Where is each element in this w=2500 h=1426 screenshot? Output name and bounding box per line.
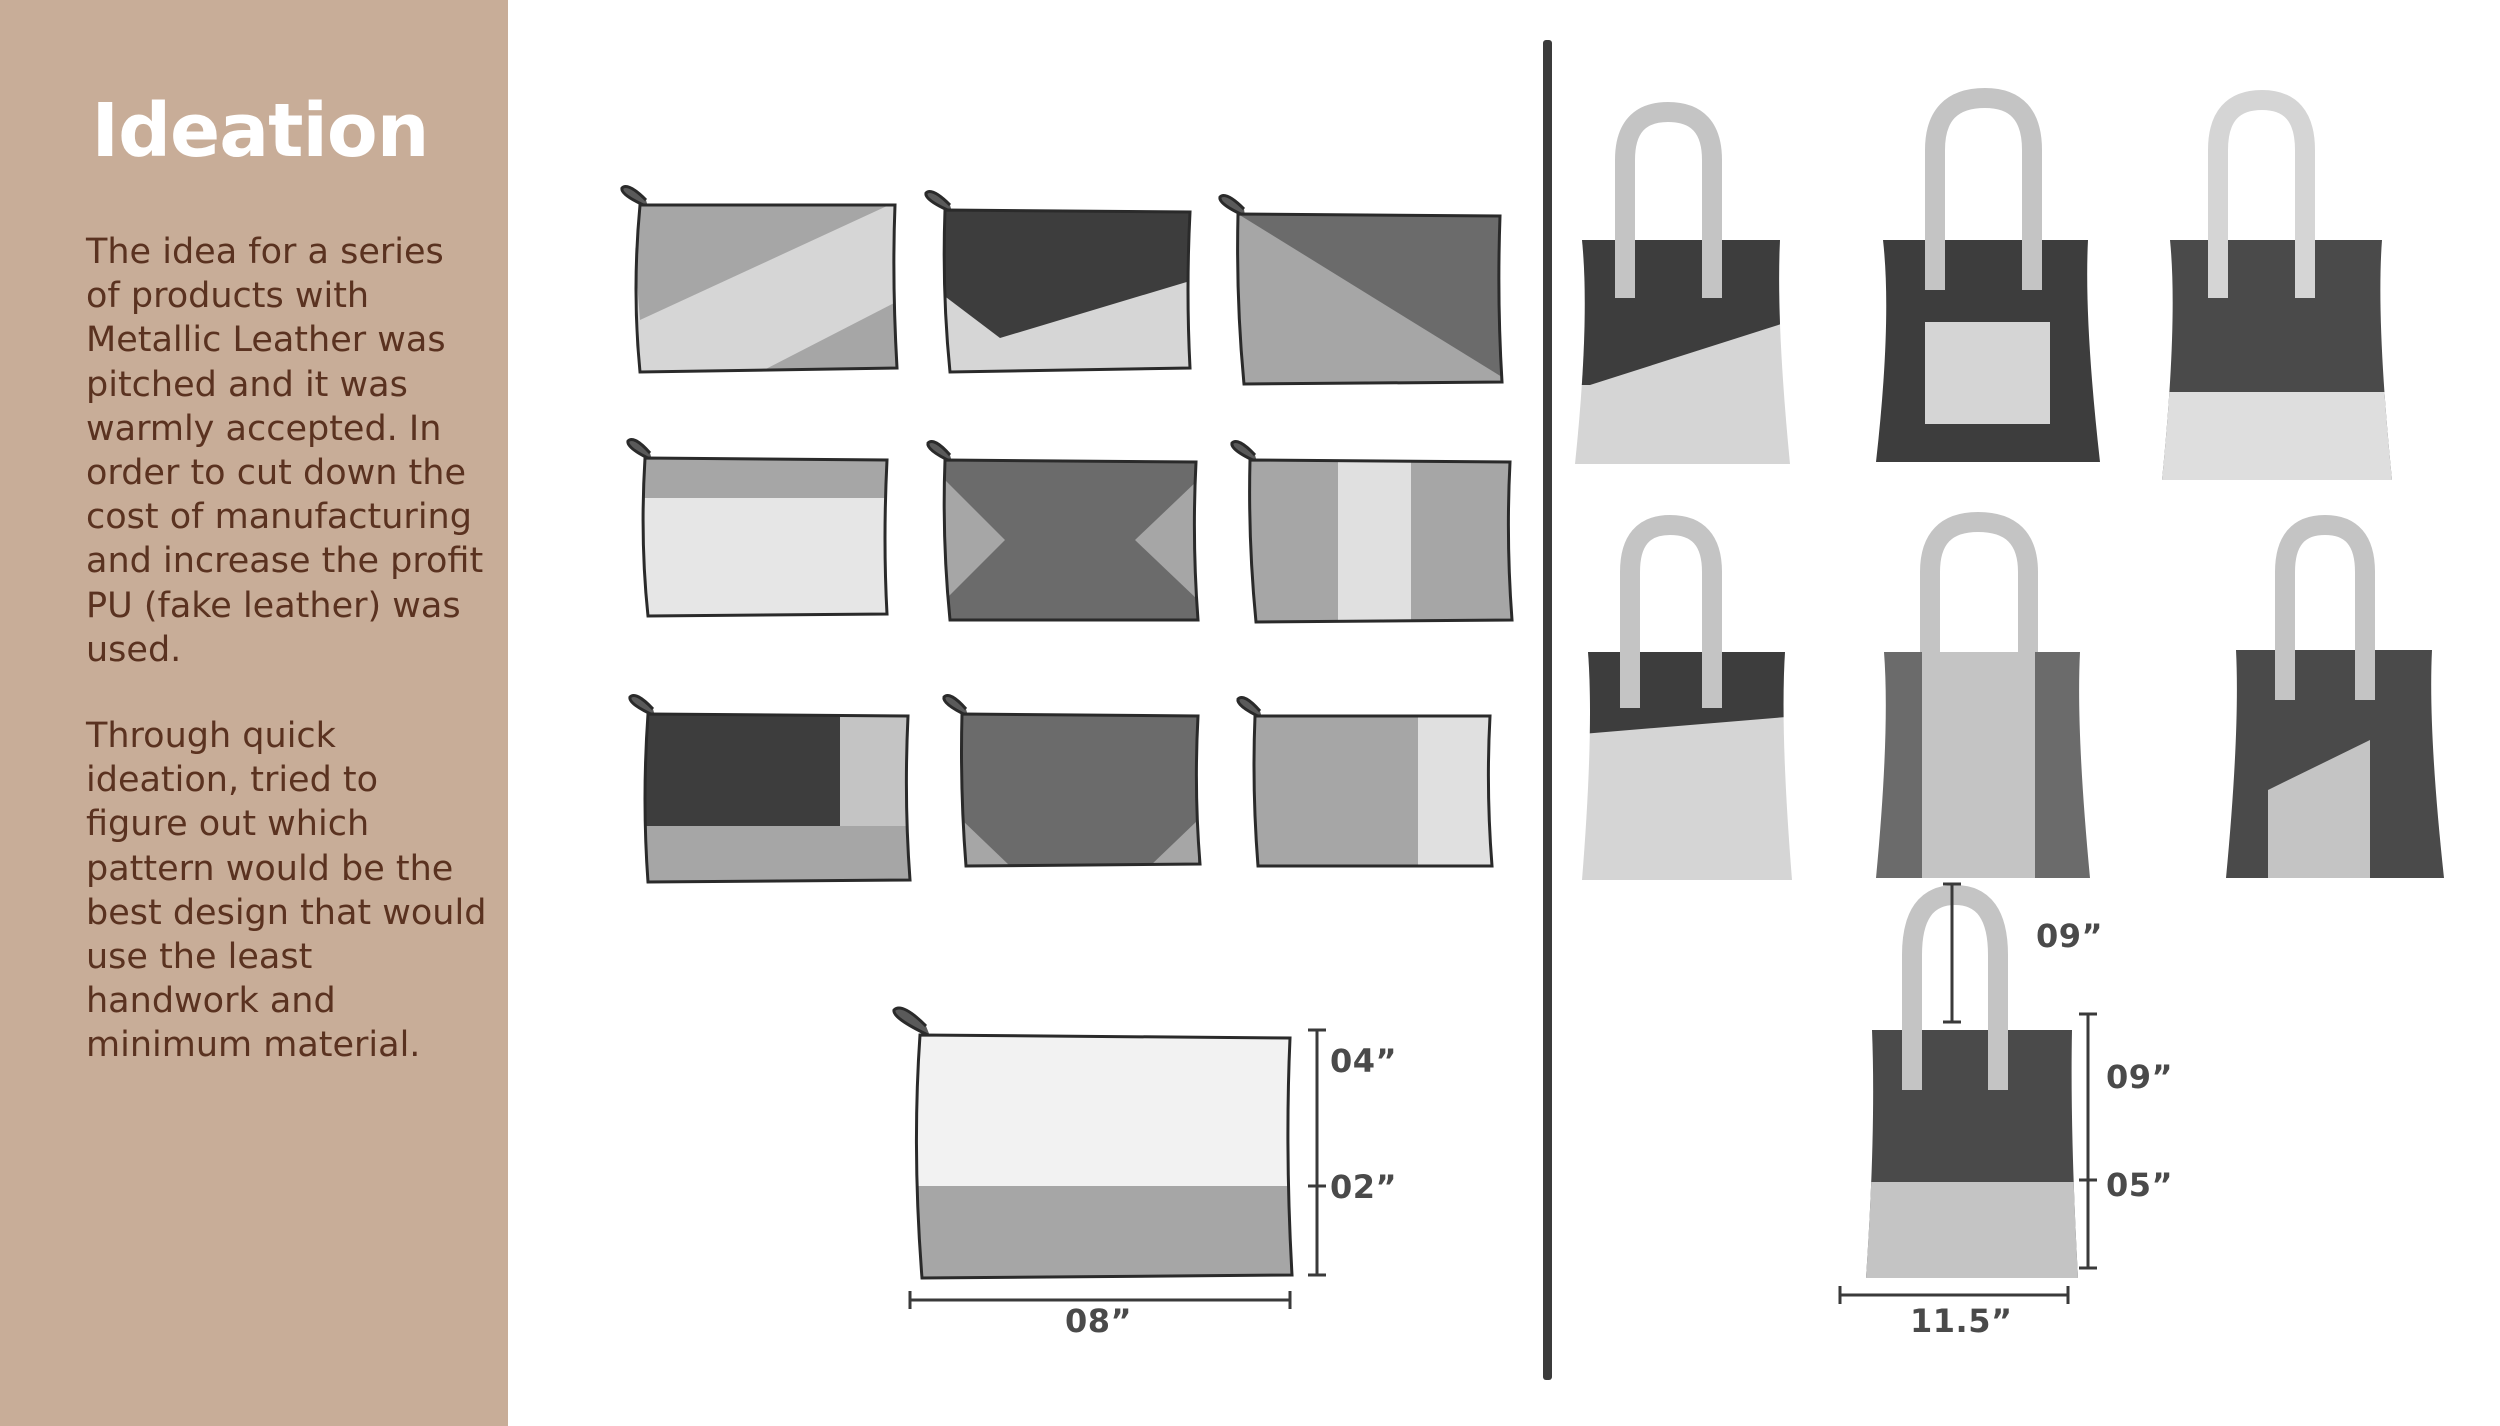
description-paragraph-2: Through quick ideation, tried to figure … bbox=[86, 716, 487, 1066]
pouch-dimension-lines bbox=[908, 1028, 1326, 1309]
section-divider bbox=[1543, 40, 1552, 1380]
pouch-height-bottom-label: 02” bbox=[1330, 1168, 1398, 1206]
tote-final-design bbox=[1866, 884, 2078, 1278]
tote-handle-label: 09” bbox=[2036, 917, 2104, 955]
tote-sketch-6 bbox=[2226, 514, 2444, 878]
page-title: Ideation bbox=[91, 88, 430, 174]
pouch-width-label: 08” bbox=[1065, 1302, 1133, 1340]
pouch-sketch-2 bbox=[924, 190, 1192, 374]
pouch-sketch-5 bbox=[926, 440, 1200, 622]
tote-body-top-label: 09” bbox=[2106, 1058, 2174, 1096]
tote-sketch-2 bbox=[1876, 87, 2100, 462]
tote-width-label: 11.5” bbox=[1910, 1302, 2013, 1340]
tote-sketch-3 bbox=[2162, 89, 2392, 480]
pouch-sketch-6 bbox=[1230, 440, 1514, 624]
pouch-sketch-3 bbox=[1218, 194, 1504, 386]
tote-dimension-lines bbox=[1838, 882, 2097, 1304]
sidebar-panel: Ideation The idea for a series of produc… bbox=[0, 0, 508, 1426]
pouch-sketch-4 bbox=[626, 438, 889, 618]
pouch-height-top-label: 04” bbox=[1330, 1042, 1398, 1080]
pouch-sketch-1 bbox=[620, 185, 899, 374]
tote-sketch-5 bbox=[1876, 511, 2090, 878]
description-paragraph-1: The idea for a series of products with M… bbox=[86, 232, 484, 670]
pouch-sketch-7 bbox=[628, 694, 912, 884]
pouch-sketch-8 bbox=[942, 694, 1202, 868]
pouch-sketch-9 bbox=[1236, 696, 1494, 868]
tote-sketch-1 bbox=[1575, 101, 1790, 464]
tote-sketch-4 bbox=[1582, 514, 1792, 880]
tote-body-bottom-label: 05” bbox=[2106, 1166, 2174, 1204]
pouch-final-design bbox=[892, 1006, 1294, 1280]
